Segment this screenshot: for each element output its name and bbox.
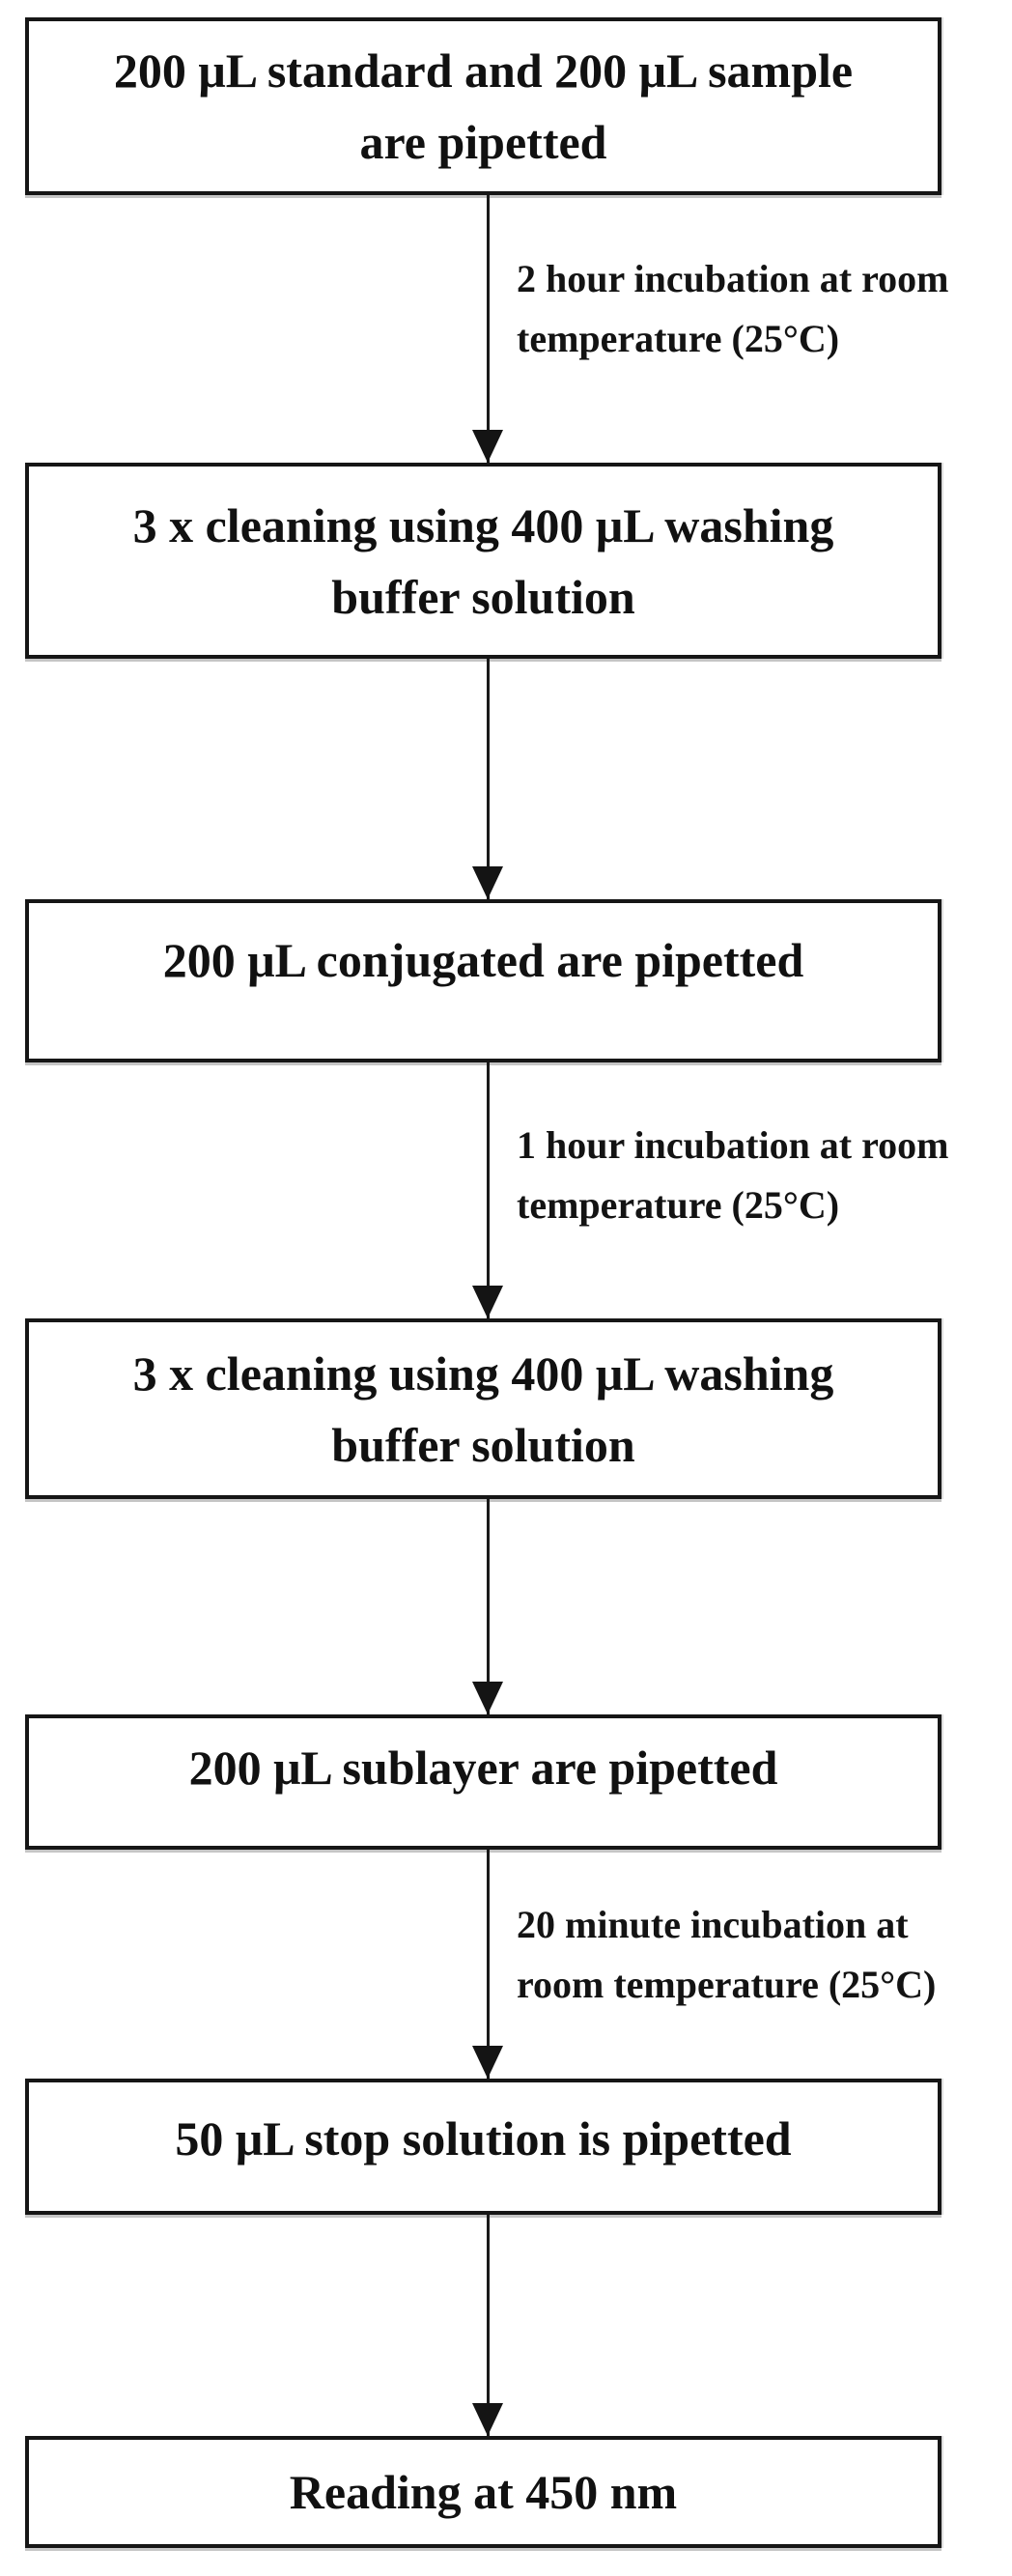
arrow-line: [486, 2215, 490, 2436]
text-line: 2 hour incubation at room: [517, 257, 949, 300]
flow-step-1-label: 200 μL standard and 200 μL sample are pi…: [29, 35, 938, 178]
flow-step-4-label: 3 x cleaning using 400 μL washing buffer…: [29, 1338, 938, 1481]
text-line: are pipetted: [359, 115, 607, 169]
connector-5-label: 20 minute incubation at room temperature…: [517, 1895, 936, 2015]
flow-step-2-label: 3 x cleaning using 400 μL washing buffer…: [29, 490, 938, 633]
text-line: 20 minute incubation at: [517, 1903, 909, 1946]
arrow-head-icon: [472, 866, 503, 899]
flow-step-3-label: 200 μL conjugated are pipetted: [29, 924, 938, 996]
arrow-head-icon: [472, 1286, 503, 1318]
text-line: 3 x cleaning using 400 μL washing: [132, 1345, 834, 1401]
flow-step-5-box: 200 μL sublayer are pipetted: [25, 1714, 942, 1850]
flow-step-1-box: 200 μL standard and 200 μL sample are pi…: [25, 17, 942, 195]
text-line: 200 μL standard and 200 μL sample: [113, 43, 854, 98]
flow-step-6-box: 50 μL stop solution is pipetted: [25, 2079, 942, 2215]
text-line: buffer solution: [331, 1417, 635, 1472]
arrow-line: [486, 659, 490, 899]
connector-1-label: 2 hour incubation at room temperature (2…: [517, 249, 948, 369]
arrow-head-icon: [472, 2046, 503, 2079]
text-line: temperature (25°C): [517, 317, 840, 360]
arrow-line: [486, 1499, 490, 1714]
flow-step-7-label: Reading at 450 nm: [29, 2456, 938, 2528]
text-line: 200 μL sublayer are pipetted: [188, 1741, 778, 1795]
arrow-head-icon: [472, 1682, 503, 1714]
arrow-line: [486, 1850, 490, 2079]
connector-3-label: 1 hour incubation at room temperature (2…: [517, 1116, 948, 1235]
text-line: buffer solution: [331, 569, 635, 624]
flow-step-3-box: 200 μL conjugated are pipetted: [25, 899, 942, 1062]
text-line: 3 x cleaning using 400 μL washing: [132, 497, 834, 552]
text-line: 1 hour incubation at room: [517, 1123, 949, 1167]
arrow-line: [486, 195, 490, 463]
flow-step-7-box: Reading at 450 nm: [25, 2436, 942, 2548]
text-line: room temperature (25°C): [517, 1963, 937, 2006]
flow-step-2-box: 3 x cleaning using 400 μL washing buffer…: [25, 463, 942, 659]
flow-step-6-label: 50 μL stop solution is pipetted: [29, 2103, 938, 2174]
arrow-line: [486, 1062, 490, 1318]
text-line: temperature (25°C): [517, 1183, 840, 1227]
arrow-head-icon: [472, 2403, 503, 2436]
flow-step-5-label: 200 μL sublayer are pipetted: [29, 1732, 938, 1803]
flow-step-4-box: 3 x cleaning using 400 μL washing buffer…: [25, 1318, 942, 1499]
text-line: 200 μL conjugated are pipetted: [162, 933, 804, 987]
text-line: 50 μL stop solution is pipetted: [175, 2110, 792, 2166]
arrow-head-icon: [472, 430, 503, 463]
text-line: Reading at 450 nm: [289, 2465, 678, 2519]
